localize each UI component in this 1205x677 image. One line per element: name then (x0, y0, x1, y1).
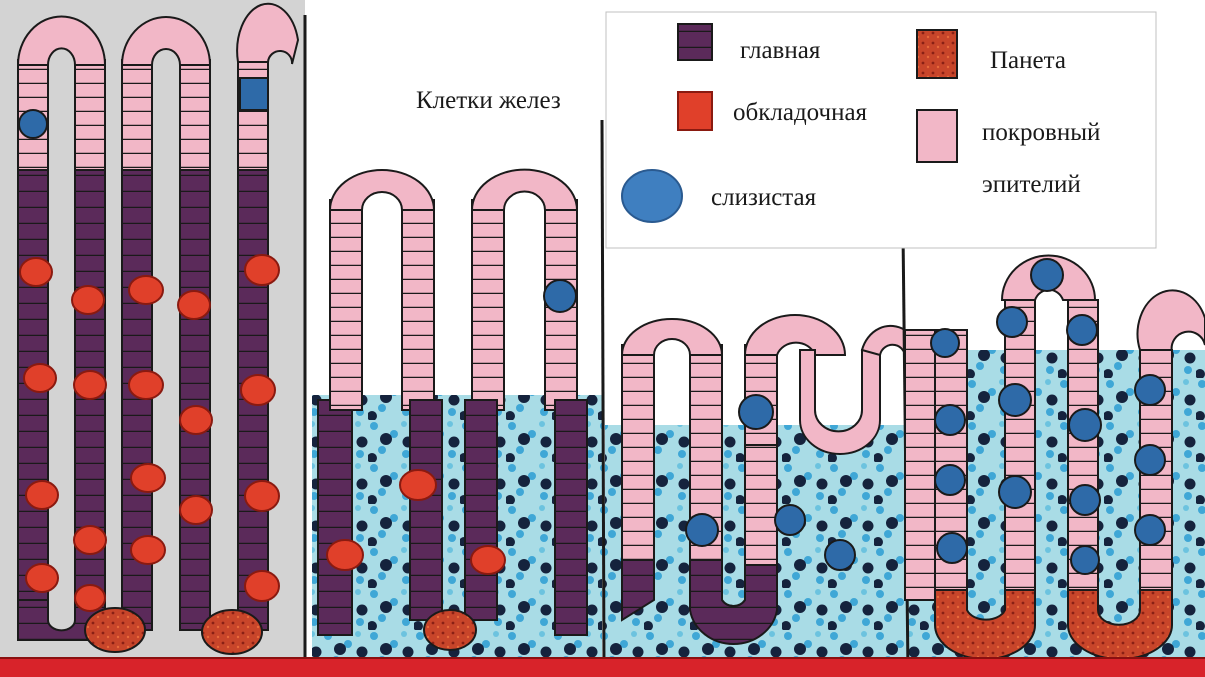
parietal-cell (129, 371, 163, 399)
legend-swatch-chief (678, 24, 712, 60)
mucous-cell (739, 395, 773, 429)
parietal-cell (131, 536, 165, 564)
paneth-cell (424, 610, 476, 650)
legend: главная обкладочная слизистая Панета пок… (606, 12, 1156, 248)
parietal-cell (245, 481, 279, 511)
gland-8-wall (905, 330, 935, 600)
parietal-cell (180, 406, 212, 434)
gland-2-surface-left (122, 60, 152, 170)
mucous-cell (1069, 409, 1101, 441)
parietal-cell (241, 375, 275, 405)
parietal-cell (24, 364, 56, 392)
gland-1-surface-right (75, 60, 105, 170)
parietal-cell (129, 276, 163, 304)
parietal-cell (180, 496, 212, 524)
mucous-cell (1135, 375, 1165, 405)
basement-band (0, 658, 1205, 677)
paneth-cell (202, 610, 262, 654)
legend-swatch-parietal (678, 92, 712, 130)
legend-label-parietal: обкладочная (733, 99, 868, 126)
mucous-cell (1135, 445, 1165, 475)
parietal-cell (245, 255, 279, 285)
mucous-cell (937, 533, 967, 563)
parietal-cell (74, 526, 106, 554)
mucous-cell (931, 329, 959, 357)
parietal-cell (400, 470, 436, 500)
gland-2-surface-right (180, 60, 210, 170)
parietal-cell (20, 258, 52, 286)
legend-swatch-surface (917, 110, 957, 162)
mucous-cell (999, 476, 1031, 508)
legend-label-surface-line2: эпителий (982, 171, 1081, 198)
mucous-cell (775, 505, 805, 535)
mucous-cell (997, 307, 1027, 337)
gland-4-wall-right (410, 400, 442, 620)
mucous-cell (825, 540, 855, 570)
gland-7-wall (745, 445, 777, 565)
mucous-cell (935, 405, 965, 435)
mucous-cell (1031, 259, 1063, 291)
divider-2 (602, 120, 604, 672)
paneth-cell (85, 608, 145, 652)
mucous-cell (544, 280, 576, 312)
mucous-cell (19, 110, 47, 138)
gland-5-surface-left (472, 200, 504, 410)
parietal-cell (178, 291, 210, 319)
mucous-cell (1071, 546, 1099, 574)
parietal-cell (131, 464, 165, 492)
mucous-cell (1135, 515, 1165, 545)
parietal-cell (75, 585, 105, 611)
gland-3-surface-left (238, 60, 268, 170)
gland-5-wall-left (465, 400, 497, 620)
legend-swatch-mucous (622, 170, 682, 222)
parietal-cell (327, 540, 363, 570)
parietal-cell (74, 371, 106, 399)
mucous-cell (686, 514, 718, 546)
legend-label-chief: главная (740, 37, 821, 64)
gland-6-surface-left (622, 345, 654, 560)
legend-label-paneth: Панета (990, 47, 1066, 74)
mucous-cell (935, 465, 965, 495)
legend-swatch-paneth (917, 30, 957, 78)
legend-label-mucous: слизистая (711, 184, 817, 211)
gland-4-surface-left (330, 200, 362, 410)
parietal-cell (245, 571, 279, 601)
mucous-cell (1070, 485, 1100, 515)
mucous-cell (999, 384, 1031, 416)
parietal-cell (471, 546, 505, 574)
gland-4-surface-right (402, 200, 434, 410)
parietal-cell (72, 286, 104, 314)
parietal-cell (26, 564, 58, 592)
mucous-cell (1067, 315, 1097, 345)
parietal-cell (26, 481, 58, 509)
gland-4-wall-left (318, 400, 352, 635)
gland-5-wall-right (555, 400, 587, 635)
legend-label-surface-line1: покровный (982, 119, 1100, 146)
title-glandular-cells: Клетки желез (416, 87, 561, 114)
mucous-cell (240, 78, 268, 110)
